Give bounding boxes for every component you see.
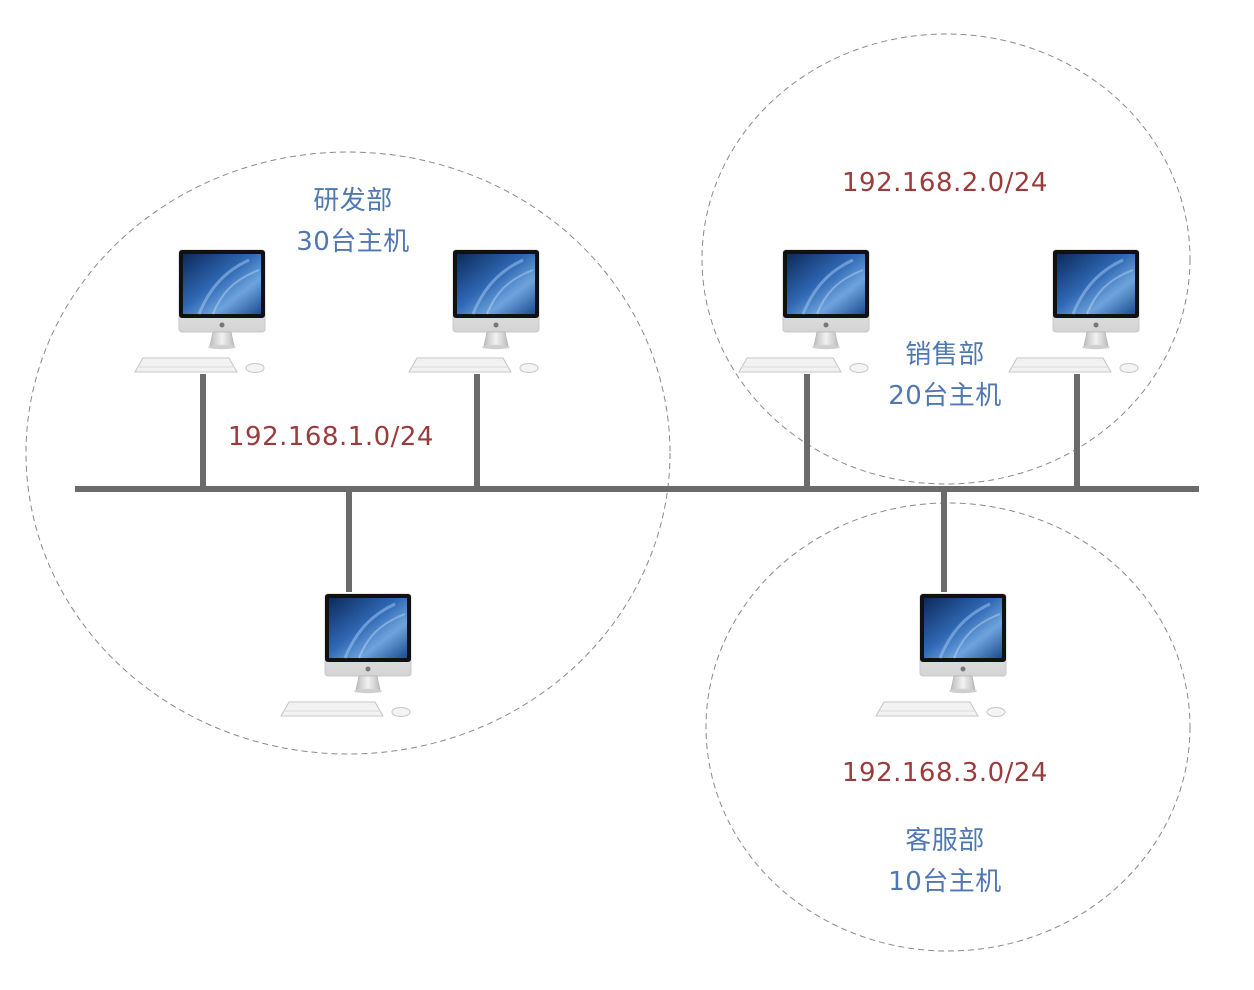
zone-support-boundary xyxy=(705,502,1191,952)
zone-support-dept-label: 客服部 xyxy=(905,826,985,856)
zone-rnd-host-count: 30台主机 xyxy=(296,227,410,257)
zone-support-subnet-label: 192.168.3.0/24 xyxy=(842,758,1048,788)
zone-sales-subnet-label: 192.168.2.0/24 xyxy=(842,168,1048,198)
imac-computer-icon-rnd-3 xyxy=(279,592,413,718)
network-bus xyxy=(75,374,1199,592)
imac-computer-icon-sales-1 xyxy=(737,248,871,374)
zone-rnd-dept-label: 研发部 xyxy=(313,186,393,216)
imac-computer-icon-support-1 xyxy=(874,592,1008,718)
imac-computer-icon-rnd-1 xyxy=(133,248,267,374)
zone-sales-dept-label: 销售部 xyxy=(905,340,985,370)
imac-computer-icon-rnd-2 xyxy=(407,248,541,374)
zone-rnd-subnet-label: 192.168.1.0/24 xyxy=(228,422,434,452)
zone-rnd-boundary xyxy=(25,151,671,755)
zone-support-host-count: 10台主机 xyxy=(888,867,1002,897)
zone-sales-host-count: 20台主机 xyxy=(888,381,1002,411)
zone-sales-boundary xyxy=(701,33,1191,485)
